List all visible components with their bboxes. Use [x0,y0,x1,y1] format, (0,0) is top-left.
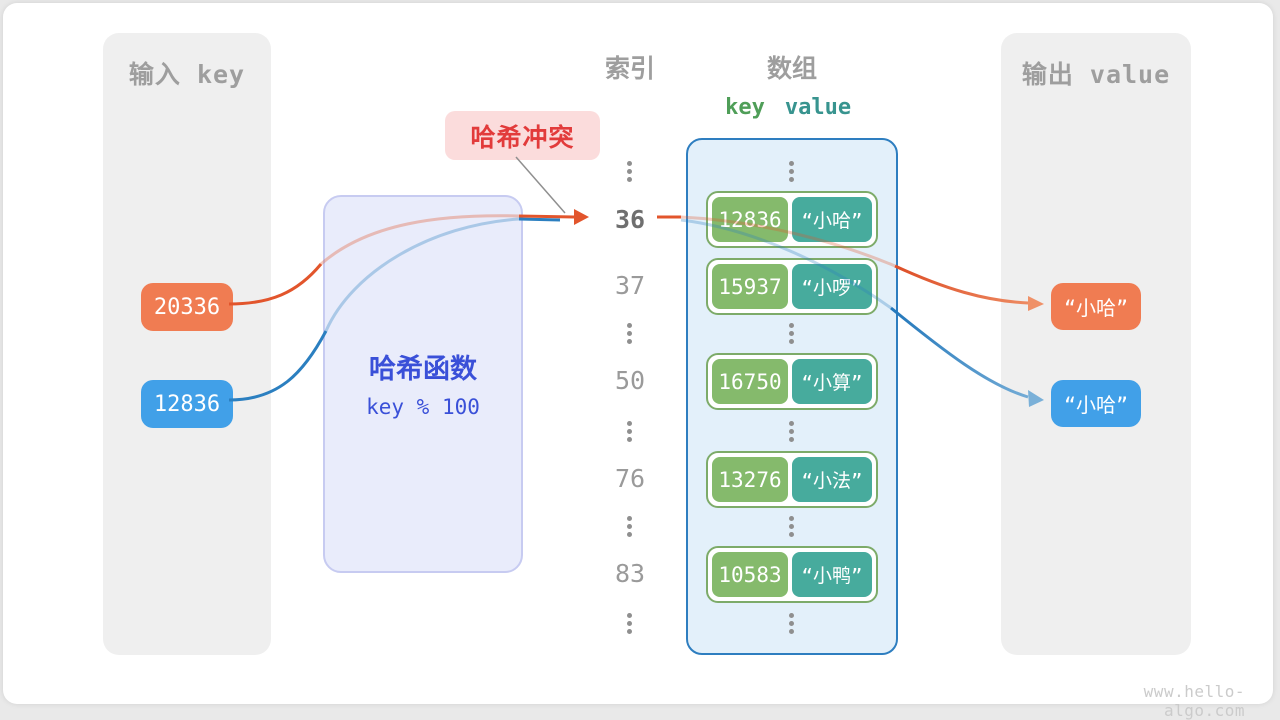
index-37: 37 [614,271,646,300]
index-50: 50 [614,366,646,395]
hash-function-box: 哈希函数 key % 100 [323,195,523,573]
ellipsis-dots [627,161,632,182]
input-key-title: 输入 key [128,60,246,89]
ellipsis-dots [627,421,632,442]
ellipsis-dots [789,323,794,344]
ellipsis-dots [789,161,794,182]
diagram-card: 输入 key 输出 value 索引 数组 key value 哈希冲突 哈希函… [3,3,1273,720]
index-83: 83 [614,559,646,588]
input-key-panel: 输入 key [103,33,271,655]
array-column-title: 数组 [766,54,817,83]
watermark: www.hello-algo.com [1143,682,1245,720]
ellipsis-dots [789,516,794,537]
value-column-header: value [784,95,852,120]
hash-collision-label: 哈希冲突 [445,111,600,160]
output-value-title: 输出 value [1021,60,1171,89]
ellipsis-dots [789,421,794,442]
pair-10583: 10583 “小鸭” [706,546,878,603]
ellipsis-dots [627,613,632,634]
output-value-blue: “小哈” [1051,380,1141,427]
ellipsis-dots [789,613,794,634]
pair-value: “小算” [792,359,872,404]
input-key-12836: 12836 [141,380,233,428]
pair-key: 10583 [712,552,788,597]
hash-function-title: 哈希函数 [369,354,477,385]
pair-12836: 12836 “小哈” [706,191,878,248]
pair-key: 16750 [712,359,788,404]
pair-key: 15937 [712,264,788,309]
key-column-header: key [725,95,765,120]
pair-15937: 15937 “小啰” [706,258,878,315]
output-value-orange: “小哈” [1051,283,1141,330]
index-76: 76 [614,464,646,493]
input-key-20336: 20336 [141,283,233,331]
pair-16750: 16750 “小算” [706,353,878,410]
pair-value: “小哈” [792,197,872,242]
ellipsis-dots [627,516,632,537]
hash-function-formula: key % 100 [366,395,480,419]
ellipsis-dots [627,323,632,344]
index-column-title: 索引 [604,54,655,83]
pair-value: “小啰” [792,264,872,309]
pair-value: “小法” [792,457,872,502]
pair-key: 12836 [712,197,788,242]
index-36: 36 [614,205,646,234]
pair-13276: 13276 “小法” [706,451,878,508]
pair-key: 13276 [712,457,788,502]
pair-value: “小鸭” [792,552,872,597]
output-value-panel: 输出 value [1001,33,1191,655]
